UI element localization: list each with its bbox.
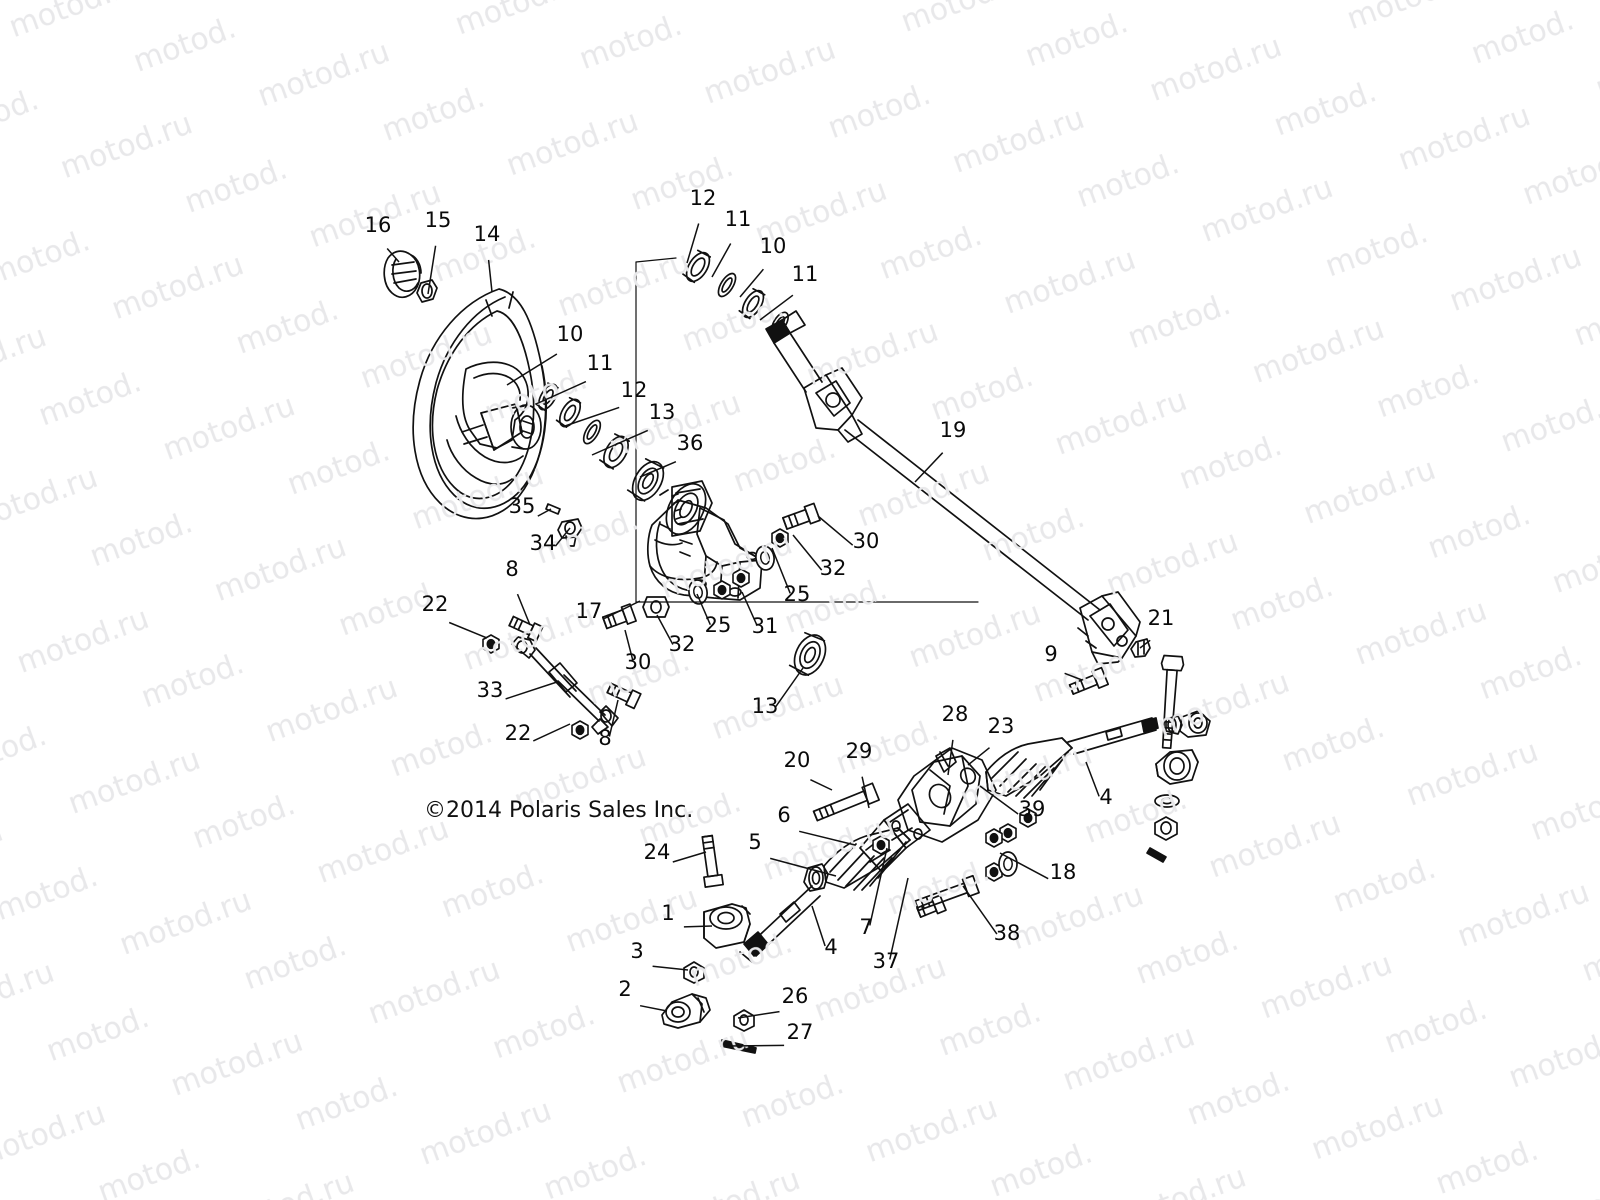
callout-number-8b: 8 <box>598 726 611 750</box>
callout-number-9: 9 <box>1044 642 1057 666</box>
leader-line-16 <box>386 248 400 263</box>
leader-line-29 <box>861 776 870 809</box>
callout-number-22b: 22 <box>505 721 532 745</box>
leader-line-23 <box>967 747 990 766</box>
leader-line-13 <box>774 667 804 708</box>
callout-number-8a: 8 <box>505 557 518 581</box>
leader-line-24 <box>672 851 707 863</box>
callout-number-2: 2 <box>618 977 631 1001</box>
leader-line-11 <box>535 380 587 405</box>
leader-line-14 <box>487 259 493 293</box>
callout-number-27: 27 <box>787 1020 814 1044</box>
callout-number-37: 37 <box>873 949 900 973</box>
callout-number-7: 7 <box>859 915 872 939</box>
leader-line-13 <box>591 429 649 456</box>
callout-number-12a: 12 <box>690 186 717 210</box>
callout-number-18: 18 <box>1050 860 1077 884</box>
leader-line-2 <box>639 1004 668 1012</box>
leader-line-7 <box>869 847 888 926</box>
leader-line-10 <box>739 268 764 298</box>
leader-line-35 <box>537 508 552 517</box>
leader-line-39 <box>979 785 1019 815</box>
callout-number-34: 34 <box>530 531 557 555</box>
callout-number-22a: 22 <box>422 592 449 616</box>
leader-line-6 <box>799 830 856 846</box>
callout-number-32a: 32 <box>669 632 696 656</box>
leader-line-22 <box>448 621 488 639</box>
leader-line-28 <box>947 739 954 776</box>
callout-number-30b: 30 <box>853 529 880 553</box>
leader-line-11 <box>759 294 794 321</box>
callout-number-11b: 11 <box>792 262 819 286</box>
copyright-notice: ©2014 Polaris Sales Inc. <box>424 798 693 823</box>
callout-number-5: 5 <box>748 830 761 854</box>
leader-line-21 <box>1139 639 1151 649</box>
callout-number-13a: 13 <box>649 400 676 424</box>
callout-number-35: 35 <box>509 494 536 518</box>
callout-number-6: 6 <box>777 803 790 827</box>
callout-number-32b: 32 <box>820 556 847 580</box>
callout-number-16: 16 <box>365 213 392 237</box>
leader-line-30 <box>817 515 854 546</box>
callout-number-11a: 11 <box>725 207 752 231</box>
callout-number-25a: 25 <box>705 613 732 637</box>
callout-number-33: 33 <box>477 678 504 702</box>
callout-number-12b: 12 <box>621 378 648 402</box>
leader-line-4 <box>1085 761 1100 797</box>
leader-line-34 <box>554 527 571 547</box>
callout-number-4b: 4 <box>824 935 837 959</box>
callout-number-20: 20 <box>784 748 811 772</box>
callout-number-28: 28 <box>942 702 969 726</box>
leader-line-12 <box>686 223 700 264</box>
leader-line-17 <box>603 600 641 620</box>
leader-line-19 <box>914 452 944 483</box>
leader-line-20 <box>810 779 833 791</box>
callout-number-15: 15 <box>425 208 452 232</box>
leader-line-33 <box>505 681 558 700</box>
callout-number-19: 19 <box>940 418 967 442</box>
callout-number-17: 17 <box>576 599 603 623</box>
callout-number-38: 38 <box>994 921 1021 945</box>
callout-number-10a: 10 <box>760 234 787 258</box>
leader-line-36 <box>639 461 677 478</box>
callout-number-23: 23 <box>988 714 1015 738</box>
callout-number-21: 21 <box>1148 606 1175 630</box>
leader-line-27 <box>727 1044 785 1047</box>
leader-line-4 <box>811 905 826 947</box>
leader-line-26 <box>737 1010 780 1019</box>
leader-line-3 <box>652 965 689 971</box>
callout-number-26: 26 <box>782 984 809 1008</box>
leader-line-11 <box>711 243 732 278</box>
leader-line-9 <box>1064 672 1083 681</box>
leader-line-38 <box>962 885 998 935</box>
leader-line-15 <box>427 245 437 295</box>
callout-number-13b: 13 <box>752 694 779 718</box>
callout-number-36: 36 <box>677 431 704 455</box>
callout-number-10b: 10 <box>557 322 584 346</box>
callout-number-14: 14 <box>474 222 501 246</box>
callout-number-39: 39 <box>1019 797 1046 821</box>
callout-number-29: 29 <box>846 739 873 763</box>
callout-number-31: 31 <box>752 614 779 638</box>
leader-line-18 <box>999 852 1049 880</box>
leader-line-8 <box>516 593 531 626</box>
callout-number-25b: 25 <box>784 582 811 606</box>
callout-number-1: 1 <box>661 901 674 925</box>
callout-number-24: 24 <box>644 840 671 864</box>
callout-number-11c: 11 <box>587 351 614 375</box>
callout-number-3: 3 <box>630 939 643 963</box>
callout-number-4a: 4 <box>1099 785 1112 809</box>
leader-line-12 <box>564 406 620 427</box>
callout-number-30a: 30 <box>625 650 652 674</box>
leader-line-37 <box>889 877 909 960</box>
leader-line-22 <box>532 723 571 742</box>
leader-line-32 <box>792 534 823 571</box>
leader-line-5 <box>770 857 837 877</box>
leader-line-1 <box>683 925 713 928</box>
leader-line-10 <box>506 353 558 386</box>
